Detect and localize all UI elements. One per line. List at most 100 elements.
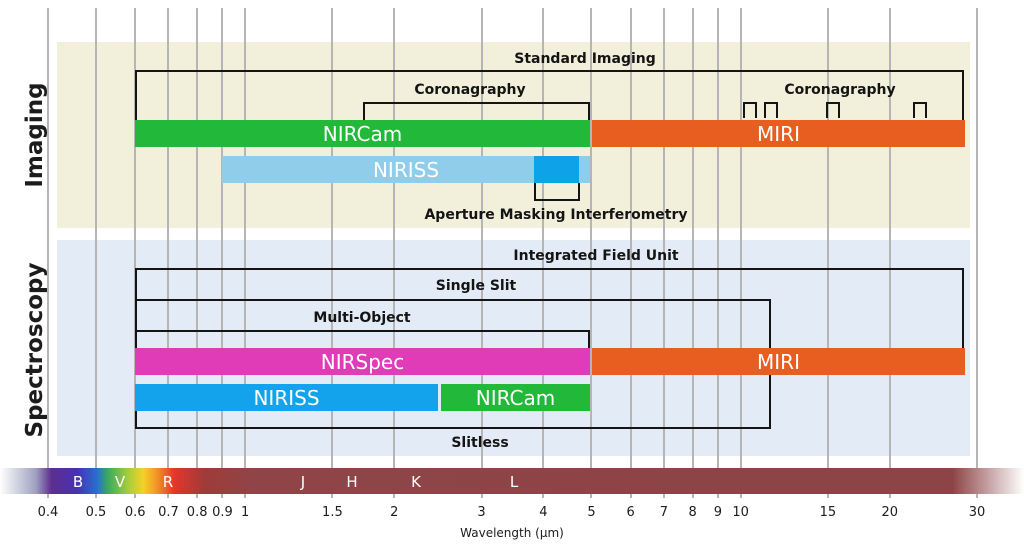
gridline <box>888 8 891 498</box>
spectrum-gradient-fill <box>0 468 1024 494</box>
gridline <box>976 8 978 498</box>
imaging-niriss-bar: NIRISS <box>222 156 590 183</box>
axis-tick-label: 0.8 <box>186 505 208 520</box>
spectroscopy-niriss-bar: NIRISS <box>135 384 438 411</box>
miri-coronagraph-3-right <box>838 102 840 118</box>
band-label: L <box>509 473 519 491</box>
axis-tick-label: 5 <box>587 505 596 520</box>
wavelength-spectrum-strip <box>0 468 1024 494</box>
miri-coronagraph-1-left <box>743 102 745 118</box>
standard-imaging-bracket-top <box>135 70 964 72</box>
gridline <box>542 8 545 498</box>
miri-coronagraph-1-right <box>755 102 757 118</box>
band-label: K <box>411 473 421 491</box>
nircam-coronagraphy-bracket-left <box>363 102 365 120</box>
spectroscopy-section-label: Spectroscopy <box>22 262 48 438</box>
standard-imaging-label: Standard Imaging <box>514 51 656 67</box>
band-label: J <box>300 473 306 491</box>
axis-tick-label: 10 <box>732 505 749 520</box>
spectroscopy-bracket-left <box>135 268 137 348</box>
axis-tick-label: 7 <box>659 505 668 520</box>
band-label: V <box>114 473 126 491</box>
ami-bracket-right <box>578 183 580 201</box>
standard-imaging-bracket-right <box>962 70 964 120</box>
gridline <box>716 8 719 498</box>
ami-bracket-left <box>534 183 536 201</box>
axis-tick-label: 6 <box>626 505 635 520</box>
nircam-coronagraphy-label: Coronagraphy <box>414 82 526 98</box>
axis-title: Wavelength (μm) <box>460 526 564 540</box>
axis-tick-label: 9 <box>713 505 723 520</box>
miri-coronagraph-4-left <box>913 102 915 118</box>
axis-tick-label: 8 <box>688 505 697 520</box>
slitless-label: Slitless <box>451 435 509 451</box>
axis-tick-label: 15 <box>819 505 837 520</box>
gridline <box>739 8 742 498</box>
gridline <box>590 8 593 498</box>
spectroscopy-nirspec-bar: NIRSpec <box>135 348 590 375</box>
axis-tick-label: 3 <box>477 505 486 520</box>
gridline <box>393 8 396 498</box>
miri-coronagraph-2-right <box>776 102 778 118</box>
axis-tick-label: 1 <box>241 505 250 520</box>
gridline <box>167 8 170 498</box>
axis-tick-label: 4 <box>539 505 548 520</box>
single-slit-label: Single Slit <box>435 278 517 294</box>
miri-coronagraph-4-right <box>925 102 927 118</box>
gridline <box>826 8 829 498</box>
axis-tick-label: 0.6 <box>124 505 146 520</box>
gridline <box>196 8 199 498</box>
miri-coronagraph-1-top <box>743 102 757 104</box>
gridline <box>95 8 97 498</box>
gridline <box>47 8 49 498</box>
ifu-bracket-top <box>135 268 964 270</box>
imaging-nircam-bar: NIRCam <box>135 120 590 147</box>
axis-tick-label: 0.5 <box>85 505 107 520</box>
slitless-bracket-left <box>135 411 137 429</box>
miri-coronagraph-4-top <box>913 102 927 104</box>
ami-label: Aperture Masking Interferometry <box>424 207 688 223</box>
spectroscopy-miri-bar: MIRI <box>592 348 965 375</box>
single-slit-bracket-top <box>135 299 771 301</box>
axis-tick-label: 2 <box>390 505 399 520</box>
miri-coronagraph-2-top <box>764 102 778 104</box>
gridline <box>221 8 224 498</box>
imaging-miri-bar: MIRI <box>592 120 965 147</box>
band-label: B <box>72 473 84 491</box>
gridline <box>629 8 632 498</box>
multi-object-label: Multi-Object <box>313 310 411 326</box>
niriss-ami-segment <box>534 156 579 183</box>
slitless-bracket-right <box>769 375 771 429</box>
gridline <box>662 8 665 498</box>
nircam-coronagraphy-bracket-top <box>363 102 590 104</box>
gridline <box>244 8 247 498</box>
band-label: H <box>346 473 358 491</box>
spectroscopy-nircam-bar: NIRCam <box>441 384 590 411</box>
single-slit-bracket-right <box>769 299 771 348</box>
gridline <box>331 8 334 498</box>
ifu-bracket-right <box>962 268 964 348</box>
miri-coronagraph-3-top <box>826 102 840 104</box>
axis-tick-label: 0.4 <box>37 505 59 520</box>
axis-tick-label: 0.9 <box>212 505 233 520</box>
miri-coronagraph-3-left <box>826 102 828 118</box>
ifu-label: Integrated Field Unit <box>513 248 679 264</box>
multi-object-bracket-right <box>588 330 590 348</box>
miri-coronagraph-2-left <box>764 102 766 118</box>
gridline <box>691 8 694 498</box>
band-label: R <box>162 473 174 491</box>
multi-object-bracket-top <box>135 330 590 332</box>
axis-tick-label: 0.7 <box>158 505 179 520</box>
nircam-coronagraphy-bracket-right <box>588 102 590 120</box>
ami-bracket-bottom <box>534 199 580 201</box>
slitless-bracket-bottom <box>135 427 771 429</box>
gridline <box>134 8 137 498</box>
axis-tick-label: 30 <box>968 505 986 520</box>
standard-imaging-bracket-left <box>135 70 137 120</box>
miri-coronagraphy-label: Coronagraphy <box>784 82 896 98</box>
axis-tick-label: 20 <box>881 505 899 520</box>
imaging-section-label: Imaging <box>22 82 48 188</box>
gridline <box>480 8 483 498</box>
axis-tick-label: 1.5 <box>322 505 343 520</box>
